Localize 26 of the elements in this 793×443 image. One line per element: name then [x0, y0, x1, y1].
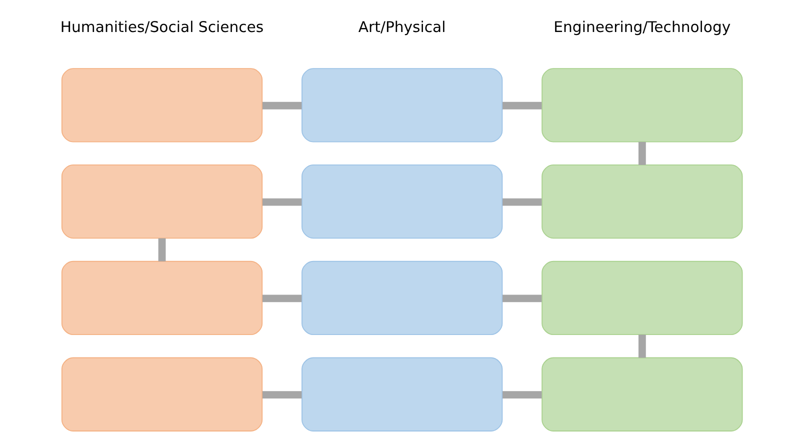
connector: [262, 294, 302, 302]
connector: [262, 198, 302, 206]
node-box: [301, 68, 502, 142]
label: Art/Physical: [358, 19, 446, 36]
node-box: [60, 164, 262, 239]
connector: [502, 102, 542, 110]
node-box: [541, 260, 742, 336]
connector: [502, 391, 542, 399]
node-box: [60, 68, 262, 142]
node-box: [60, 260, 262, 336]
connector: [502, 198, 542, 206]
node-box: [541, 68, 742, 142]
node-box: [301, 260, 502, 336]
node-box: [301, 164, 502, 239]
node-box: [541, 357, 742, 432]
node-box: [60, 357, 262, 432]
connector: [262, 102, 302, 110]
connector: [502, 294, 542, 302]
label: Humanities/Social Sciences: [60, 19, 264, 36]
connector: [262, 391, 302, 399]
connector: [638, 142, 646, 165]
node-box: [301, 357, 502, 432]
connector: [158, 238, 166, 262]
label: Engineering/Technology: [553, 19, 730, 36]
connector: [638, 334, 646, 358]
node-box: [541, 164, 742, 239]
